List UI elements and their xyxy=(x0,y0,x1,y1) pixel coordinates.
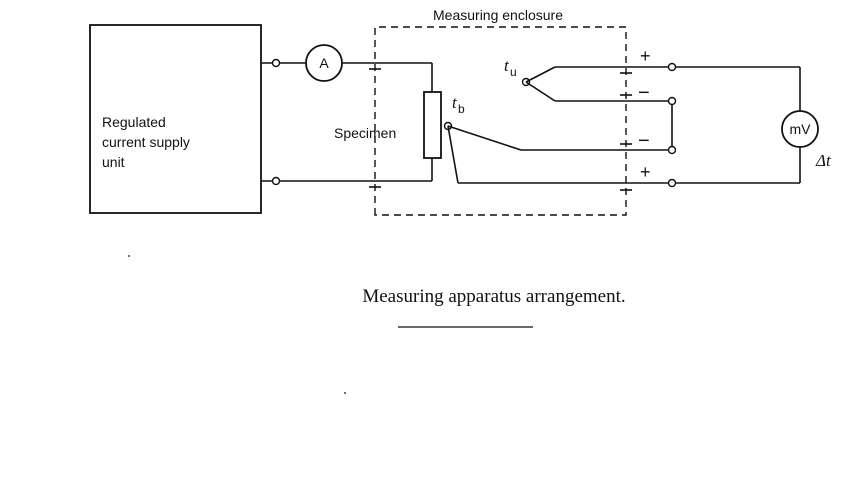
tu-label-main: t xyxy=(504,56,510,75)
scan-speck-1 xyxy=(128,255,130,257)
polarity-plus-bottom: + xyxy=(640,162,651,182)
supply-terminal-bottom xyxy=(271,176,281,186)
specimen-label: Specimen xyxy=(334,125,396,141)
wire-tu-to-plus xyxy=(525,66,556,83)
delta-t-label: Δt xyxy=(815,151,832,170)
wire-tb-to-plus xyxy=(447,125,459,184)
tu-label-sub: u xyxy=(510,65,517,79)
tb-label-sub: b xyxy=(458,102,465,116)
polarity-minus-lower: − xyxy=(638,130,650,152)
enclosure-label: Measuring enclosure xyxy=(433,7,563,23)
terminal-minus-upper xyxy=(667,96,677,106)
ammeter-label: A xyxy=(319,55,329,71)
polarity-plus-top: + xyxy=(640,46,651,66)
tb-label-main: t xyxy=(452,93,458,112)
millivoltmeter-label: mV xyxy=(790,121,812,137)
specimen xyxy=(423,91,442,159)
supply-label-line-1: Regulated xyxy=(102,114,166,130)
terminal-plus-top xyxy=(667,62,677,72)
supply-unit-box xyxy=(89,24,262,214)
figure-caption: Measuring apparatus arrangement. xyxy=(362,286,625,307)
supply-label-line-3: unit xyxy=(102,154,125,170)
scan-speck-2 xyxy=(344,392,346,394)
terminal-plus-bottom xyxy=(667,178,677,188)
measuring-enclosure xyxy=(374,26,627,216)
terminal-minus-lower xyxy=(667,145,677,155)
supply-terminal-top xyxy=(271,58,281,68)
wire-tu-to-minus xyxy=(525,81,556,102)
wire-tb-to-minus xyxy=(447,125,522,151)
polarity-minus-upper: − xyxy=(638,82,650,104)
millivoltmeter xyxy=(781,110,819,148)
supply-label-line-2: current supply xyxy=(102,134,190,150)
